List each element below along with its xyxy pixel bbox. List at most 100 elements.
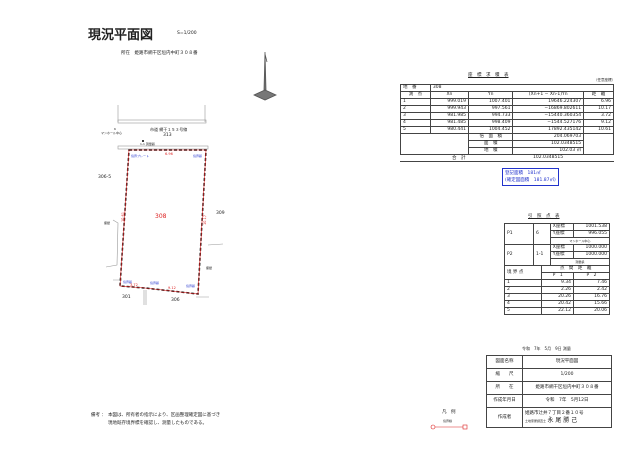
road-label: 市道 網干１５３号線: [150, 127, 188, 132]
marker-pin: 境界鋲: [186, 284, 196, 288]
table-cell: 7.46: [572, 279, 611, 287]
col-header: (Xn+1 − Xn-1)Yn: [512, 91, 585, 99]
table-cell: 9.12: [583, 119, 614, 127]
table-row: 境 界 点点 間 距 離: [503, 265, 610, 280]
table-cell: 所 在: [486, 381, 523, 395]
ref-point-label: 1-1 測量鋲: [140, 142, 155, 146]
table-cell: 9.34: [541, 279, 574, 287]
table-cell: 測量鋲: [549, 258, 611, 266]
table-cell: 19646.224307: [512, 98, 585, 106]
page-title: 現況平面図: [88, 28, 154, 43]
table-cell: 6: [533, 223, 551, 245]
table-cell: 996.055: [572, 230, 611, 238]
table-cell: 1: [503, 279, 543, 287]
col-header: Xn: [429, 91, 470, 99]
scale: S=1/200: [177, 31, 197, 36]
ref-table-title: 引 照 点 表: [528, 214, 560, 219]
wall-label: 擁壁: [104, 221, 111, 225]
registry-area-box: 登記面積 181㎡ (確定図面積 181.87㎡): [502, 168, 559, 186]
neighbor-southwest: 301: [122, 295, 131, 300]
col-header: Yn: [468, 91, 514, 99]
table-cell: 22.12: [541, 307, 574, 315]
table-cell: 1004.452: [468, 126, 514, 134]
table-cell: 図面名称: [486, 355, 523, 369]
table-cell: X座標: [549, 244, 574, 252]
table-cell: 999.943: [429, 105, 470, 113]
table-row: 図面名称現況平面図: [486, 355, 613, 369]
edge-length: 9.12: [168, 286, 176, 290]
table-cell: [583, 133, 614, 155]
plot-drawing: [105, 105, 224, 305]
marker-pin: 境界鋲: [150, 281, 160, 285]
manhole-no: 6: [114, 127, 116, 131]
table-cell: 999.019: [429, 98, 470, 106]
table-cell: 5: [503, 307, 543, 315]
table-cell: 4: [503, 300, 543, 308]
table-cell: 981.985: [429, 112, 470, 120]
table-cell: 15.66: [572, 300, 611, 308]
legend-title: 凡 例: [442, 410, 456, 415]
table-cell: 姫路市辻井７丁目２番１０号土地家屋調査士 永 尾 勝 己: [521, 407, 613, 428]
confirmed-area: (確定図面積 181.87㎡): [505, 178, 556, 183]
total-label: 合 計: [452, 156, 466, 161]
table-cell: 1000.000: [572, 244, 611, 252]
table-cell: 20.06: [572, 307, 611, 315]
edge-length: 10.17: [202, 214, 208, 226]
table-row: 作成者姫路市辻井７丁目２番１０号土地家屋調査士 永 尾 勝 己: [486, 407, 613, 428]
table-cell: 令和 7年 5月12日: [521, 394, 613, 408]
neighbor-north: 313: [163, 133, 172, 138]
author-address: 姫路市辻井７丁目２番１０号: [524, 411, 584, 416]
unit: ㎡: [576, 148, 582, 153]
area-label: 面 積: [468, 140, 514, 148]
table-cell: 997.561: [468, 105, 514, 113]
table-cell: P1: [503, 223, 535, 245]
survey-date: 令和 7年 5月 9日 測量: [522, 346, 571, 351]
table-cell: P 2: [572, 272, 611, 280]
chiseki-value: 102.03: [559, 148, 576, 153]
location: 所在 姫路市網干区垣内中町３０８番: [121, 51, 198, 56]
table-cell: 1: [400, 98, 431, 106]
table-cell: 998.409: [468, 119, 514, 127]
edge-length: 6.96: [165, 152, 173, 156]
table-cell: 1000.000: [572, 251, 611, 259]
lot-value: 308: [429, 84, 615, 92]
table-cell: −16869.802611: [512, 105, 585, 113]
total-value: 102.0348515: [533, 155, 564, 160]
table-cell: 981.485: [429, 119, 470, 127]
table-cell: 10.17: [583, 105, 614, 113]
table-cell: 点 間 距 離: [541, 265, 610, 273]
lot-number: 308: [155, 213, 167, 220]
double-area: 204.069703: [512, 133, 585, 141]
north-arrow-icon: [253, 51, 277, 101]
table-cell: −15440.360354: [512, 112, 585, 120]
table-cell: 10.61: [583, 126, 614, 134]
table-cell: 1/200: [521, 368, 613, 382]
table-cell: Y座標: [549, 230, 574, 238]
manhole-label: マンホール中心: [101, 131, 123, 135]
col-header: 測 点: [400, 91, 431, 99]
table-cell: 20.42: [541, 300, 574, 308]
table-row: 作成年月日令和 7年 5月12日: [486, 394, 613, 408]
remarks: 本図は、所有者の指示により、区画整理確定図に基づき 現地既存境界標を確認し、測量…: [108, 412, 220, 428]
area-table-note: （任意座標）: [594, 78, 615, 82]
table-cell: 縮 尺: [486, 368, 523, 382]
table-cell: 102.03 ㎡: [512, 147, 585, 155]
table-cell: 5: [400, 126, 431, 134]
table-cell: 境 界 点: [503, 265, 543, 280]
table-cell: 3: [503, 293, 543, 301]
table-cell: [399, 133, 470, 155]
author-label: 作成者: [486, 407, 523, 428]
table-cell: −1544.527176: [512, 119, 585, 127]
table-cell: 4: [400, 119, 431, 127]
